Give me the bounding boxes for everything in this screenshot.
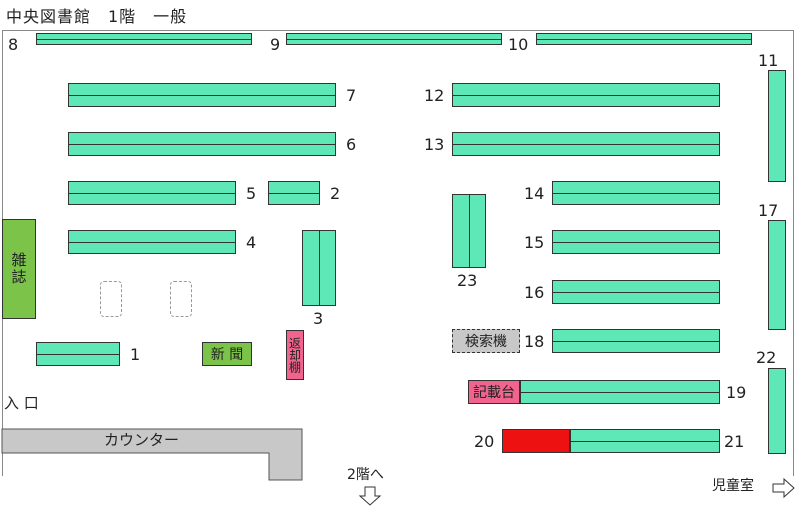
shelf-23 bbox=[452, 194, 486, 268]
shelf-number-20: 20 bbox=[474, 432, 495, 451]
shelf-20 bbox=[502, 429, 570, 453]
shelf-22 bbox=[768, 368, 786, 454]
shelf-5 bbox=[68, 181, 236, 205]
shelf-number-8: 8 bbox=[8, 35, 19, 54]
shelf-number-10: 10 bbox=[508, 35, 529, 54]
shelf-number-15: 15 bbox=[524, 233, 545, 252]
magazine-label: 雑誌 bbox=[9, 252, 28, 286]
to-second-floor-label: 2階へ bbox=[347, 467, 384, 483]
magazine-rack: 雑誌 bbox=[2, 219, 36, 319]
shelf-13 bbox=[452, 132, 720, 156]
chair bbox=[170, 281, 192, 317]
shelf-8 bbox=[36, 33, 252, 45]
search-terminal-label: 検索機 bbox=[465, 334, 507, 350]
shelf-number-12: 12 bbox=[424, 86, 445, 105]
shelf-number-3: 3 bbox=[313, 309, 324, 328]
shelf-18 bbox=[552, 329, 720, 353]
shelf-6 bbox=[68, 132, 336, 156]
shelf-17 bbox=[768, 220, 786, 330]
shelf-14 bbox=[552, 181, 720, 205]
shelf-number-7: 7 bbox=[346, 86, 357, 105]
shelf-9 bbox=[286, 33, 502, 45]
shelf-number-2: 2 bbox=[330, 184, 341, 203]
shelf-number-19: 19 bbox=[726, 383, 747, 402]
map-title: 中央図書館 1階 一般 bbox=[6, 7, 188, 26]
shelf-1 bbox=[36, 342, 120, 366]
writing-desk-label: 記載台 bbox=[473, 385, 515, 401]
search-terminal: 検索機 bbox=[452, 329, 520, 353]
writing-desk: 記載台 bbox=[468, 380, 520, 404]
shelf-number-23: 23 bbox=[457, 271, 478, 290]
shelf-12 bbox=[452, 83, 720, 107]
shelf-number-16: 16 bbox=[524, 283, 545, 302]
shelf-21 bbox=[570, 429, 720, 453]
shelf-number-18: 18 bbox=[524, 332, 545, 351]
counter bbox=[1, 428, 303, 481]
shelf-2 bbox=[268, 181, 320, 205]
counter-label: カウンター bbox=[104, 431, 180, 449]
shelf-number-13: 13 bbox=[424, 135, 445, 154]
newspaper-label: 新 聞 bbox=[210, 347, 244, 363]
shelf-number-22: 22 bbox=[756, 348, 777, 367]
shelf-7 bbox=[68, 83, 336, 107]
childrens-room-label: 児童室 bbox=[712, 478, 754, 494]
shelf-3 bbox=[302, 230, 336, 306]
shelf-number-9: 9 bbox=[270, 35, 281, 54]
shelf-number-1: 1 bbox=[130, 345, 141, 364]
right-arrow-icon bbox=[772, 478, 795, 498]
return-shelf-label: 返却棚 bbox=[287, 337, 302, 373]
newspaper-rack: 新 聞 bbox=[202, 342, 252, 366]
shelf-19 bbox=[520, 380, 720, 404]
shelf-number-14: 14 bbox=[524, 184, 545, 203]
shelf-number-4: 4 bbox=[246, 233, 257, 252]
shelf-number-6: 6 bbox=[346, 135, 357, 154]
shelf-4 bbox=[68, 230, 236, 254]
down-arrow-icon bbox=[358, 486, 382, 506]
shelf-15 bbox=[552, 230, 720, 254]
shelf-number-17: 17 bbox=[758, 201, 779, 220]
return-shelf: 返却棚 bbox=[286, 330, 304, 380]
shelf-10 bbox=[536, 33, 752, 45]
shelf-16 bbox=[552, 280, 720, 304]
entrance-label: 入 口 bbox=[4, 394, 39, 412]
shelf-number-21: 21 bbox=[724, 432, 745, 451]
chair bbox=[100, 281, 122, 317]
shelf-number-11: 11 bbox=[758, 51, 779, 70]
shelf-11 bbox=[768, 70, 786, 182]
shelf-number-5: 5 bbox=[246, 184, 257, 203]
